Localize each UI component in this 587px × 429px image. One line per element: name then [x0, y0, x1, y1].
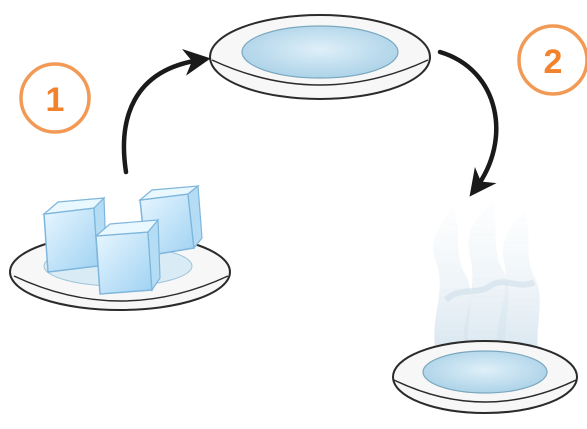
evaporating-plate-icon [393, 202, 577, 413]
step-2-badge: 2 [519, 26, 587, 94]
step-1-label: 1 [46, 81, 65, 119]
ice-cubes-on-plate-icon [10, 186, 230, 310]
ice-cube [96, 220, 160, 294]
step-1-badge: 1 [21, 64, 89, 132]
vapor [433, 202, 540, 362]
arrow-step-1 [124, 60, 200, 172]
step-2-label: 2 [544, 43, 563, 81]
arrow-step-2 [440, 52, 496, 188]
water-on-plate-icon [210, 15, 430, 99]
